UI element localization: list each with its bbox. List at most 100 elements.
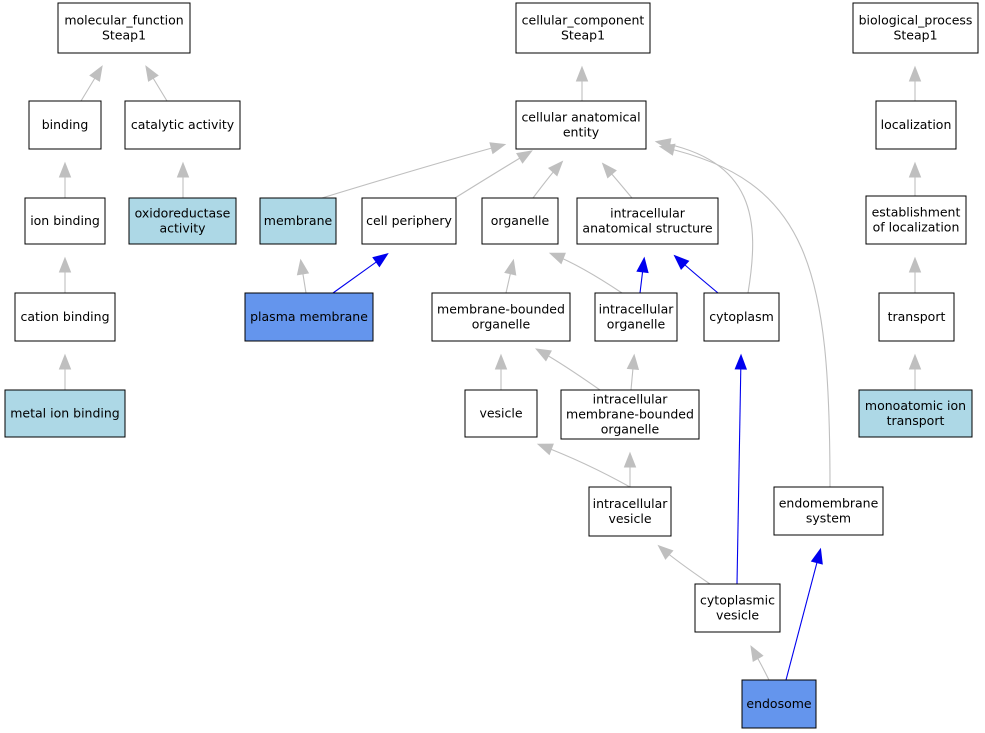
node-transport[interactable]: transport (878, 292, 955, 342)
edge-endosome-to-ems (785, 547, 823, 681)
arrowhead (601, 162, 617, 179)
arrowhead (536, 443, 554, 456)
node-box (865, 195, 967, 245)
edge-localization-to-bp (908, 65, 922, 101)
node-plasma-membrane[interactable]: plasma membrane (244, 292, 374, 342)
node-box (24, 197, 106, 245)
node-label: ion binding (30, 213, 100, 228)
arrowhead (908, 256, 922, 273)
node-vesicle[interactable]: vesicle (464, 389, 538, 438)
node-label: of localization (873, 220, 960, 235)
edge-plasma_membrane-to-membrane (296, 258, 310, 294)
arrowhead (750, 645, 764, 662)
edge-cv-to-iv (657, 544, 711, 585)
edge-metal_ion-to-cation_binding (58, 353, 72, 390)
node-box (576, 197, 719, 245)
node-ion-binding[interactable]: ion binding (24, 197, 106, 245)
node-localization[interactable]: localization (875, 100, 957, 150)
node-label: endosome (746, 696, 812, 711)
node-membrane[interactable]: membrane (259, 197, 337, 245)
node-label: binding (42, 117, 89, 132)
node-metal-ion[interactable]: metal ion binding (4, 389, 126, 438)
node-label: molecular_function (64, 13, 183, 28)
node-box (128, 197, 237, 245)
arrowhead (516, 150, 533, 164)
node-box (14, 292, 116, 342)
arrowhead (489, 142, 507, 155)
node-box (515, 2, 651, 54)
edge-io-to-ias (636, 256, 649, 294)
arrowhead (372, 253, 389, 268)
edge-mbo-to-organelle (504, 258, 517, 294)
node-organelle[interactable]: organelle (481, 197, 559, 245)
arrowhead (494, 353, 508, 370)
edge-plasma_membrane-to-cell_periphery (332, 253, 389, 294)
edge-io-to-organelle (548, 252, 623, 294)
edge-vesicle-to-mbo (494, 353, 508, 390)
arrowhead (657, 544, 674, 560)
node-box (431, 292, 571, 342)
node-label: endomembrane (779, 496, 879, 511)
edge-iv-to-vesicle (536, 443, 631, 488)
arrowhead (575, 65, 589, 82)
arrowhead (535, 348, 552, 362)
edge-imbo-to-io (626, 353, 640, 391)
node-cell-periphery[interactable]: cell periphery (361, 197, 457, 245)
node-box (560, 389, 700, 440)
node-box (259, 197, 337, 245)
node-label: localization (881, 117, 952, 132)
arrowhead (810, 547, 823, 565)
node-label: intracellular (593, 496, 669, 511)
node-box (694, 583, 781, 633)
edge-catalytic-to-mf (145, 65, 168, 102)
node-label: Steap1 (102, 28, 146, 43)
node-label: organelle (491, 213, 550, 228)
node-label: Steap1 (561, 28, 605, 43)
arrowhead (908, 353, 922, 370)
node-box (124, 100, 241, 150)
node-cytoplasm[interactable]: cytoplasm (703, 292, 780, 342)
node-box (858, 389, 973, 438)
node-box (852, 2, 979, 54)
node-label: plasma membrane (250, 309, 368, 324)
node-catalytic[interactable]: catalytic activity (124, 100, 241, 150)
node-box (875, 100, 957, 150)
arrowhead (623, 451, 637, 468)
arrowhead (58, 256, 72, 273)
edge-transport-to-eol (908, 256, 922, 293)
node-label: entity (563, 125, 600, 140)
edge-cv-to-cytoplasm (734, 353, 748, 585)
node-label: cell periphery (366, 213, 452, 228)
node-binding[interactable]: binding (28, 100, 102, 150)
edge-cae-to-cc (575, 65, 589, 101)
node-box (244, 292, 374, 342)
arrowhead (176, 161, 190, 178)
arrowhead (658, 143, 676, 156)
arrowhead (908, 161, 922, 178)
arrowhead (908, 65, 922, 82)
node-box (4, 389, 126, 438)
node-label: system (806, 511, 851, 526)
arrowhead (145, 65, 159, 82)
node-label: cellular_component (522, 13, 645, 28)
node-cation-binding[interactable]: cation binding (14, 292, 116, 342)
node-label: vesicle (716, 608, 759, 623)
node-endosome[interactable]: endosome (741, 679, 817, 729)
arrowhead (547, 160, 564, 177)
edge-ems-to-cae (658, 143, 831, 488)
edge-oxidoreductase-to-catalytic (176, 161, 190, 198)
